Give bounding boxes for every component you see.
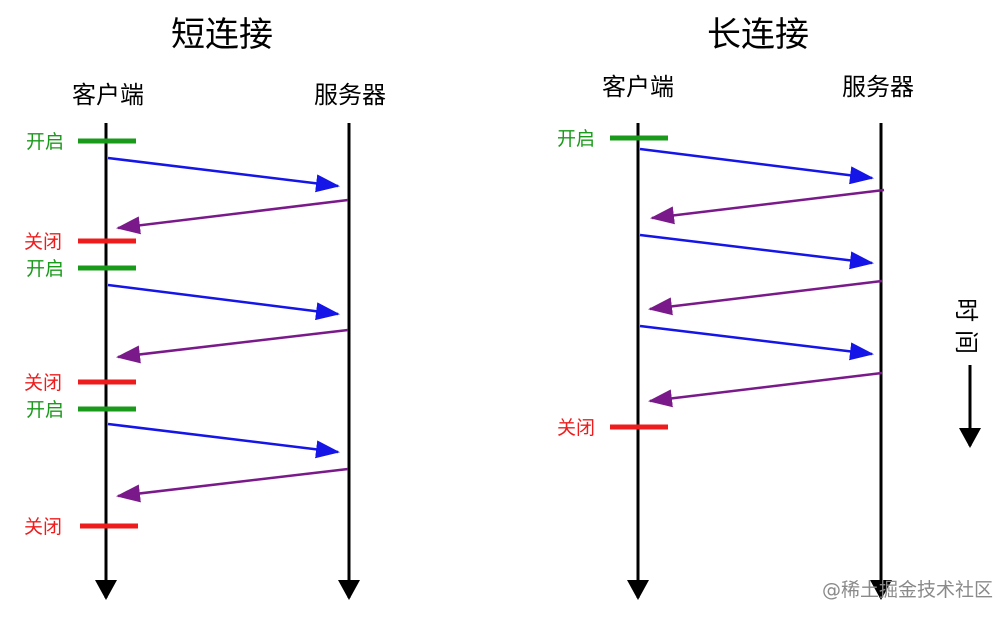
request-arrow	[639, 147, 874, 185]
open-label: 开启	[557, 128, 595, 150]
time-label-1: 时	[952, 298, 980, 322]
long-client-label: 客户端	[602, 73, 674, 101]
open-label: 开启	[26, 399, 64, 421]
watermark: @稀土掘金技术社区	[822, 579, 993, 601]
request-arrow	[107, 156, 340, 193]
close-label: 关闭	[24, 372, 62, 394]
open-label: 开启	[26, 131, 64, 153]
response-arrow	[650, 188, 885, 225]
long-title: 长连接	[707, 15, 809, 55]
request-arrow	[639, 233, 874, 270]
close-label: 关闭	[24, 231, 62, 253]
close-label: 关闭	[557, 417, 595, 439]
request-arrow	[107, 283, 340, 321]
open-label: 开启	[26, 258, 64, 280]
long-server-label: 服务器	[842, 73, 914, 101]
response-arrow	[116, 198, 349, 235]
response-arrow	[648, 371, 883, 408]
close-label: 关闭	[24, 516, 62, 538]
response-arrow	[116, 467, 349, 503]
request-arrow	[639, 324, 874, 361]
response-arrow	[116, 328, 349, 364]
time-axis: 时 间	[952, 298, 981, 448]
short-connection-panel: 短连接 客户端 服务器 开启 关闭 开启 关闭 开启 关闭	[24, 15, 386, 600]
short-client-label: 客户端	[72, 81, 144, 109]
response-arrow	[648, 279, 883, 316]
long-connection-panel: 长连接 客户端 服务器 开启 关闭	[557, 15, 914, 600]
request-arrow	[107, 422, 340, 459]
time-label-2: 间	[952, 330, 980, 354]
short-title: 短连接	[171, 15, 273, 55]
short-server-label: 服务器	[314, 81, 386, 109]
